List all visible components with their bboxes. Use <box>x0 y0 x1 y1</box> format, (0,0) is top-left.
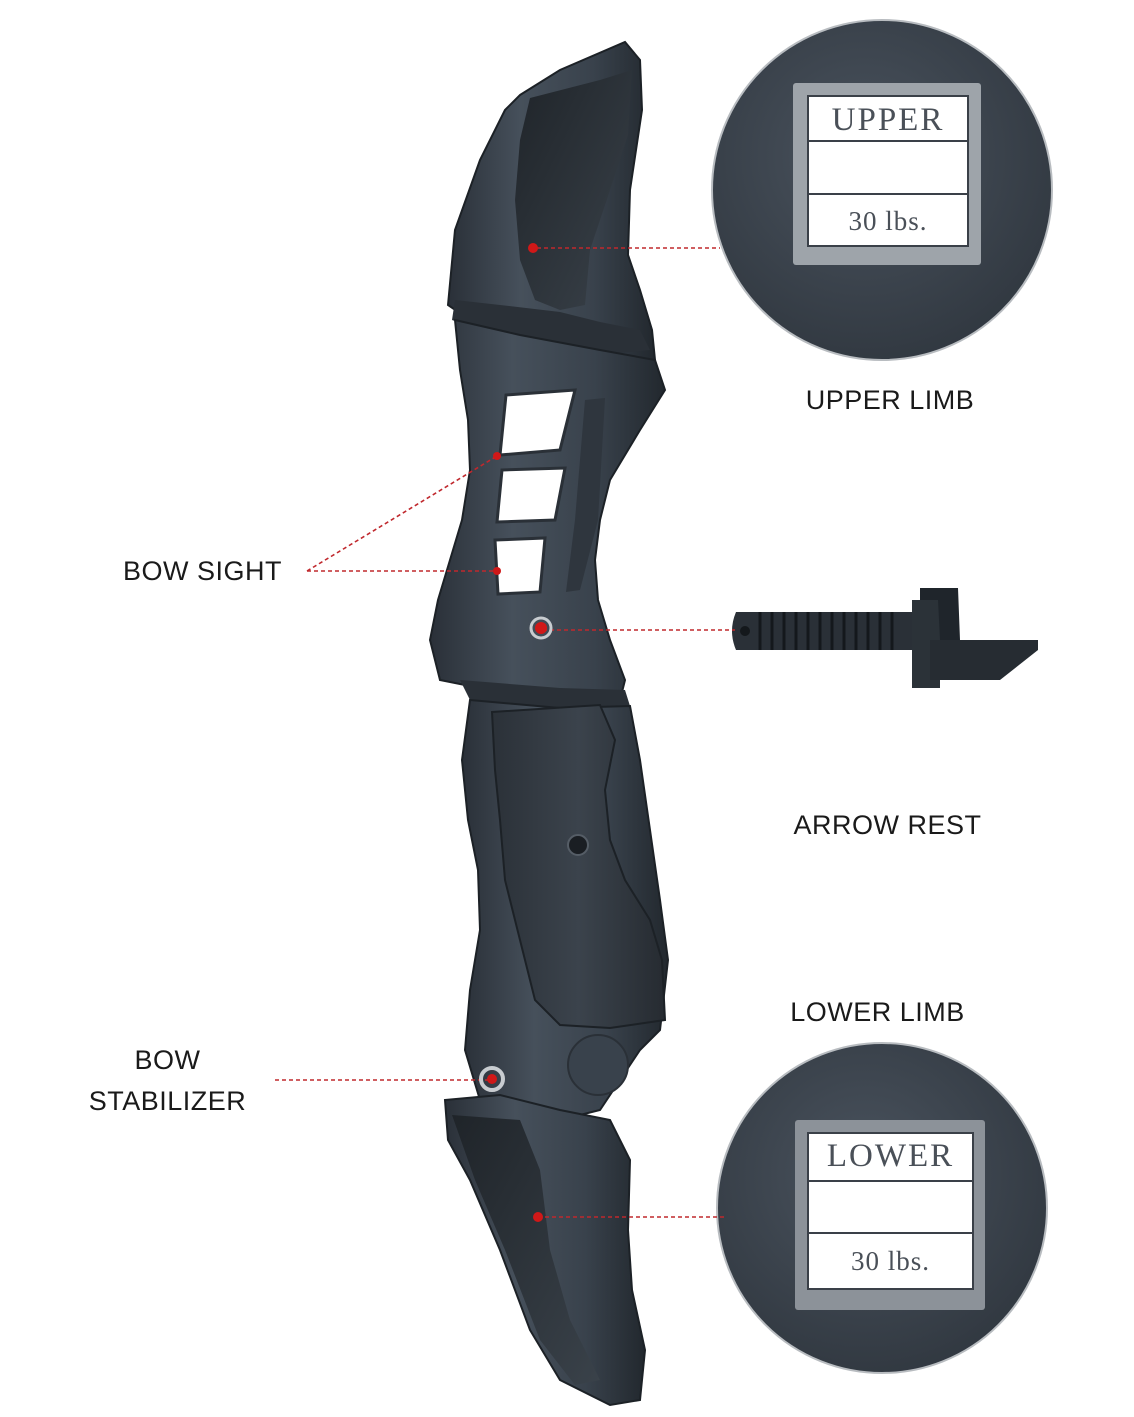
bow-stabilizer-label-line2: STABILIZER <box>88 1086 247 1116</box>
upper-limb-dot <box>528 243 538 253</box>
lower-tag-row1 <box>807 1132 974 1182</box>
stabilizer-dot <box>487 1074 497 1084</box>
arrow-rest-dot <box>535 622 547 634</box>
upper-pocket-lip <box>452 300 650 355</box>
lower-tag-weight: 30 lbs. <box>850 1246 930 1276</box>
bow-stabilizer-label-line1: BOW <box>134 1045 201 1075</box>
lower-tag-row2 <box>807 1180 974 1234</box>
bow-riser <box>428 40 670 1407</box>
callout-dots <box>487 243 547 1222</box>
window-upper <box>498 388 577 457</box>
lower-limb-dot <box>533 1212 543 1222</box>
window-lower <box>493 536 547 596</box>
bow-sight-label: BOW SIGHT <box>123 556 282 586</box>
lower-pocket-pad <box>452 1115 600 1385</box>
lower-limb-detail-circle <box>716 1042 1048 1374</box>
arrow-shelf <box>460 680 630 708</box>
upper-limb-detail-circle <box>711 19 1053 361</box>
upper-tag-title: UPPER <box>831 102 945 138</box>
bow-sight-dot-b <box>493 567 501 575</box>
stabilizer-bushing <box>479 1066 505 1092</box>
lower-tag-row3 <box>807 1232 974 1290</box>
bow-sight-leader-a <box>306 455 498 572</box>
upper-pocket-pad <box>515 70 632 310</box>
upper-limb-label: UPPER LIMB <box>805 385 975 415</box>
grip-plate <box>490 703 667 1030</box>
upper-tag-row2 <box>807 140 969 195</box>
window-side <box>566 398 605 592</box>
lower-tag-title: LOWER <box>826 1138 955 1174</box>
stabilizer-bushing-circle <box>567 1034 629 1096</box>
upper-tag-row3 <box>807 193 969 247</box>
arrow-rest-bushing <box>529 616 553 640</box>
window-middle <box>495 466 567 524</box>
arrow-rest-label: ARROW REST <box>793 810 982 840</box>
callout-lines <box>275 247 735 1218</box>
upper-tag-weight: 30 lbs. <box>848 206 928 236</box>
lower-limb-label: LOWER LIMB <box>790 997 965 1027</box>
grip-screw <box>567 834 589 856</box>
arrow-rest-part <box>732 588 1038 688</box>
bow-sight-dot-a <box>493 452 501 460</box>
